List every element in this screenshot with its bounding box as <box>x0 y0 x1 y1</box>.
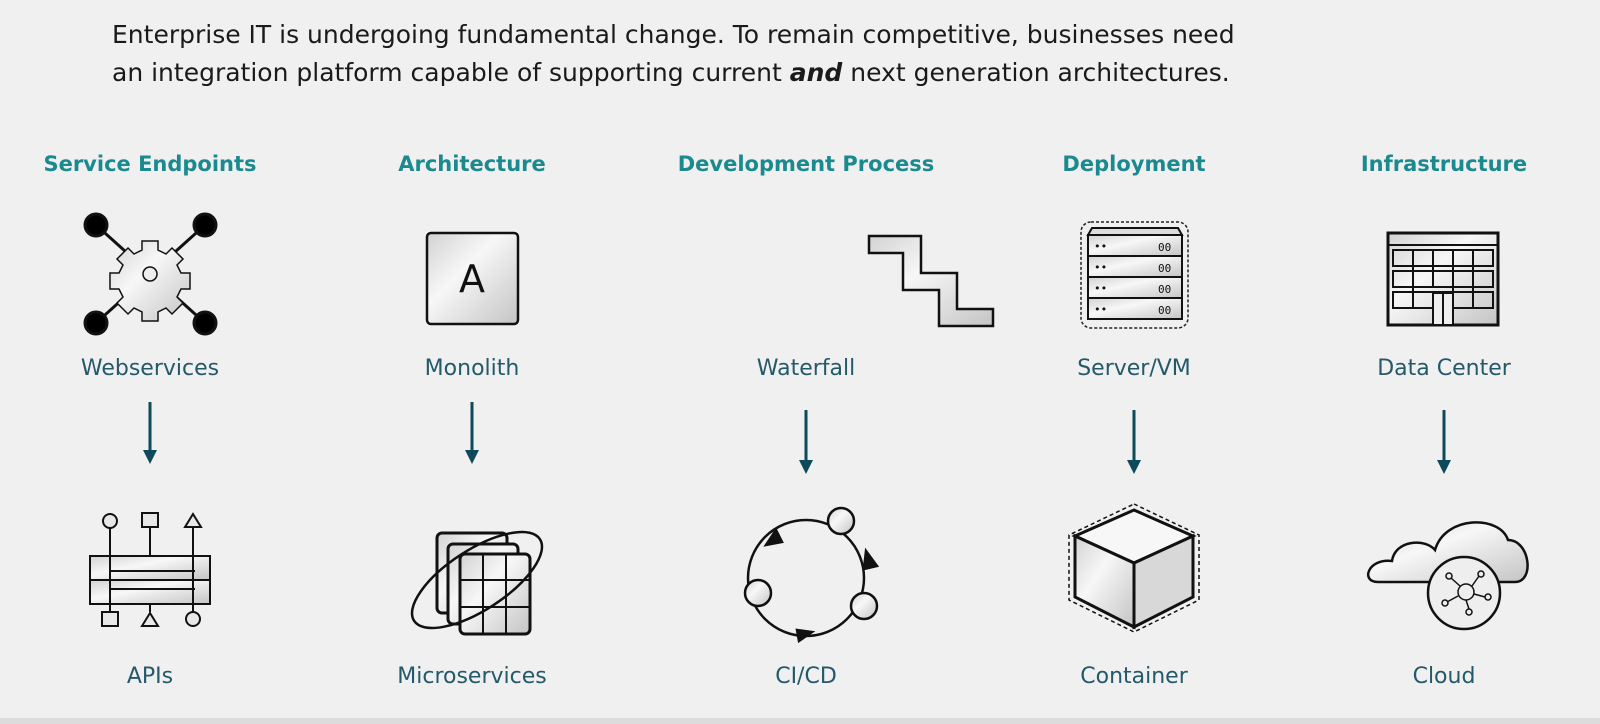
datacenter-building-icon <box>1386 231 1500 327</box>
label-waterfall: Waterfall <box>756 356 856 381</box>
heading-architecture: Architecture <box>398 152 546 176</box>
container-cube-icon <box>1068 503 1200 633</box>
svg-text:00: 00 <box>1158 283 1171 296</box>
svg-text:••: •• <box>1094 240 1107 253</box>
label-microservices: Microservices <box>397 664 547 689</box>
intro-line-1: Enterprise IT is undergoing fundamental … <box>112 20 1235 49</box>
heading-service-endpoints: Service Endpoints <box>43 152 257 176</box>
label-container: Container <box>1080 664 1188 689</box>
microservices-grid-icon <box>410 530 544 636</box>
arrow-down-icon <box>143 402 157 464</box>
arrow-down-icon <box>1437 410 1451 474</box>
label-webservices: Webservices <box>80 356 220 381</box>
label-cloud: Cloud <box>1412 664 1476 689</box>
intro-emphasis: and <box>789 58 843 87</box>
heading-deployment: Deployment <box>1062 152 1206 176</box>
arrow-down-icon <box>465 402 479 464</box>
label-monolith: Monolith <box>424 356 520 381</box>
cicd-cycle-icon <box>743 506 880 644</box>
svg-text:••: •• <box>1094 303 1107 316</box>
arrows <box>143 402 1451 474</box>
intro-text: Enterprise IT is undergoing fundamental … <box>112 16 1532 92</box>
label-data-center: Data Center <box>1377 356 1511 381</box>
label-server-vm: Server/VM <box>1077 356 1191 381</box>
waterfall-stairs-icon <box>867 234 995 328</box>
cloud-icon <box>1367 521 1529 631</box>
svg-text:00: 00 <box>1158 241 1171 254</box>
intro-line-2-start: an integration platform capable of suppo… <box>112 58 790 87</box>
label-cicd: CI/CD <box>775 664 837 689</box>
svg-text:••: •• <box>1094 282 1107 295</box>
arrow-down-icon <box>1127 410 1141 474</box>
svg-text:A: A <box>459 257 485 301</box>
svg-text:00: 00 <box>1158 304 1171 317</box>
intro-line-2-end: next generation architectures. <box>842 58 1230 87</box>
label-apis: APIs <box>126 664 174 689</box>
bottom-divider <box>0 718 1600 724</box>
arrow-down-icon <box>799 410 813 474</box>
intro-line-2: an integration platform capable of suppo… <box>112 54 1532 92</box>
webservices-gear-icon <box>83 212 218 336</box>
api-bus-icon <box>89 512 211 627</box>
server-rack-icon: •• 00 •• 00 •• 00 •• 00 <box>1080 221 1189 329</box>
svg-text:00: 00 <box>1158 262 1171 275</box>
heading-development-process: Development Process <box>677 152 935 176</box>
svg-text:••: •• <box>1094 261 1107 274</box>
monolith-block-icon: A <box>425 231 520 326</box>
heading-infrastructure: Infrastructure <box>1360 152 1528 176</box>
